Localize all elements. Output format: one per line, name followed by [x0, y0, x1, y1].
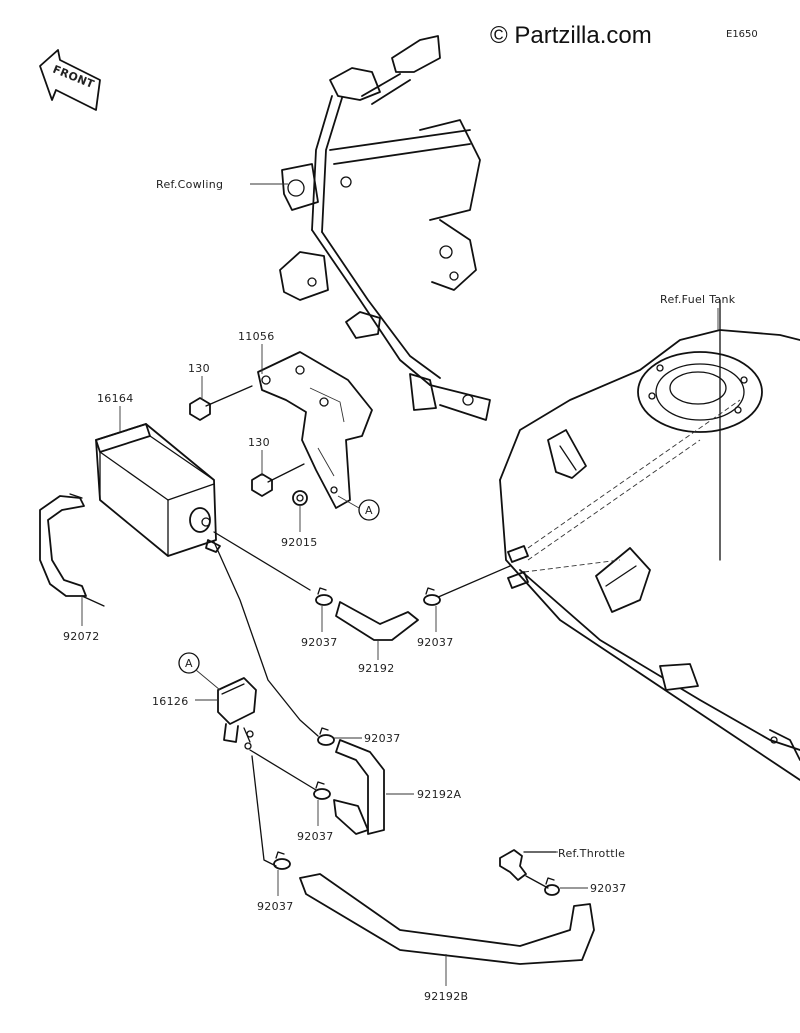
callout-92072: 92072	[63, 630, 100, 643]
clamp-92037-b	[423, 587, 441, 606]
callout-130-upper: 130	[188, 362, 210, 375]
callout-92037-c: 92037	[364, 732, 401, 745]
frame-subframe	[279, 35, 491, 421]
callout-ref-throttle: Ref.Throttle	[558, 847, 625, 860]
callout-16126: 16126	[152, 695, 189, 708]
callout-92037-e: 92037	[257, 900, 294, 913]
valve-16126	[217, 677, 257, 750]
clamp-92037-c	[317, 727, 335, 746]
reference-marker-a-1: A	[337, 495, 380, 521]
leader-lines	[81, 183, 719, 986]
clamp-92037-e	[273, 851, 291, 870]
bolt-130-upper	[189, 385, 253, 421]
nut-92015	[292, 490, 308, 506]
canister-16164	[95, 423, 221, 557]
clamp-92037-f	[544, 877, 560, 896]
callout-16164: 16164	[97, 392, 134, 405]
callout-ref-fuel-tank: Ref.Fuel Tank	[660, 293, 736, 306]
callout-92037-a: 92037	[301, 636, 338, 649]
bracket-11056	[257, 351, 373, 509]
hose-92192a	[213, 541, 385, 835]
callout-130-lower: 130	[248, 436, 270, 449]
callout-92015: 92015	[281, 536, 318, 549]
hose-92192	[213, 531, 511, 641]
throttle-fitting	[499, 849, 557, 889]
callout-92037-f: 92037	[590, 882, 627, 895]
callout-11056: 11056	[238, 330, 275, 343]
callout-92037-d: 92037	[297, 830, 334, 843]
fuel-tank	[499, 299, 800, 781]
clamp-92037-a	[315, 587, 333, 606]
hose-92192b	[251, 755, 595, 965]
callout-92192: 92192	[358, 662, 395, 675]
strap-92072	[39, 493, 105, 607]
clamp-92037-d	[313, 781, 331, 800]
front-arrow-icon: FRONT	[39, 49, 101, 111]
callout-92037-b: 92037	[417, 636, 454, 649]
bolt-130-lower	[251, 463, 305, 497]
callout-ref-cowling: Ref.Cowling	[156, 178, 223, 191]
callout-92192a: 92192A	[417, 788, 461, 801]
copyright-text: © Partzilla.com	[490, 22, 652, 49]
reference-marker-a-2: A	[178, 652, 221, 691]
callout-92192b: 92192B	[424, 990, 468, 1003]
ref-a-label-2: A	[185, 657, 193, 670]
ref-a-label-1: A	[365, 504, 373, 517]
diagram-code: E1650	[726, 29, 758, 40]
